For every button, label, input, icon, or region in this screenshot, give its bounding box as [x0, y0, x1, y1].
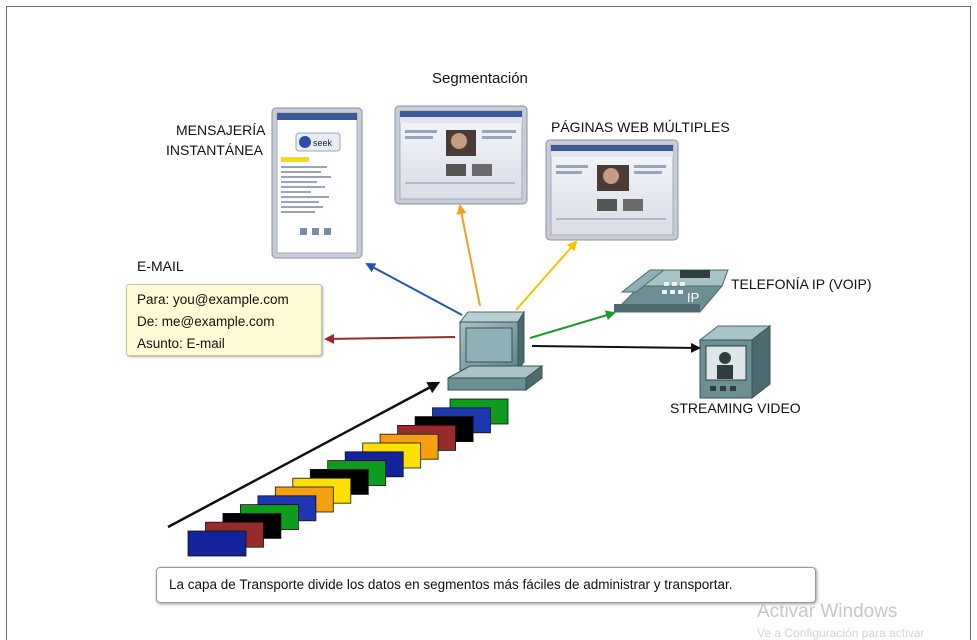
arrow-to-ip-phone [529, 310, 616, 339]
arrow-to-streaming-video [531, 342, 701, 353]
im-window-text: seek [313, 138, 333, 148]
ip-phone-icon: IP [612, 269, 729, 313]
streaming-video-tv-icon [698, 324, 772, 400]
email-to: Para: you@example.com [137, 292, 289, 307]
phone-display-text: IP [687, 290, 699, 305]
computer-icon [447, 310, 544, 391]
instant-messaging-window-icon: seek [271, 107, 363, 259]
data-stream-arrow [167, 381, 441, 529]
email-subject: Asunto: E-mail [137, 336, 225, 351]
label-paginas-web: PÁGINAS WEB MÚLTIPLES [551, 119, 730, 135]
multiple-web-pages-window-icon [545, 139, 679, 241]
arrow-to-segmentation-web [456, 204, 481, 307]
segmentation-web-window-icon [394, 105, 528, 205]
label-streaming-video: STREAMING VIDEO [670, 400, 801, 416]
data-segment-1 [187, 530, 247, 557]
label-telefonia-ip: TELEFONÍA IP (VOIP) [731, 276, 872, 292]
windows-activation-watermark-subtitle: Ve a Configuración para activar [757, 626, 925, 640]
arrow-to-multiple-web-pages [515, 240, 578, 311]
segments-group [187, 398, 509, 557]
diagram-frame [6, 6, 971, 640]
label-mensajeria-line1: MENSAJERÍA [176, 122, 266, 138]
email-message-box: Para: you@example.com De: me@example.com… [126, 284, 322, 356]
email-from: De: me@example.com [137, 314, 275, 329]
windows-activation-watermark: Activar Windows [757, 601, 898, 622]
label-mensajeria-line2: INSTANTÁNEA [166, 142, 263, 158]
label-segmentacion: Segmentación [432, 70, 528, 87]
arrow-to-email [324, 333, 456, 344]
caption-box: La capa de Transporte divide los datos e… [156, 567, 816, 603]
arrow-to-instant-messaging [365, 263, 463, 316]
label-email: E-MAIL [137, 258, 184, 274]
